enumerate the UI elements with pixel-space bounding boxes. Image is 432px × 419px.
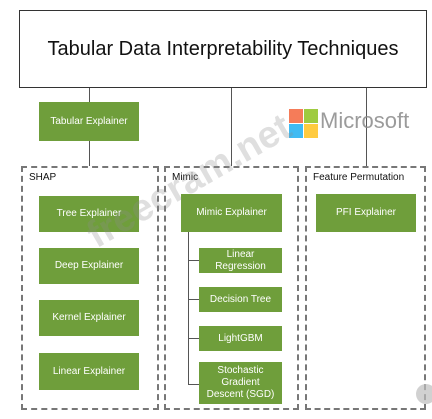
- mimic-branch-0: [188, 260, 199, 261]
- mimic-branch-1: [188, 299, 199, 300]
- mimic-explainer-node: Mimic Explainer: [181, 194, 282, 232]
- logo-square-yellow: [304, 124, 318, 138]
- shap-panel-label: SHAP: [29, 172, 57, 183]
- connector-title-pfi: [366, 88, 367, 166]
- logo-square-blue: [289, 124, 303, 138]
- logo-square-green: [304, 109, 318, 123]
- linear-regression-node: Linear Regression: [199, 248, 282, 273]
- mimic-branch-3: [188, 384, 199, 385]
- connector-title-root: [89, 88, 90, 102]
- microsoft-brand-text: Microsoft: [320, 108, 410, 133]
- sgd-node: Stochastic Gradient Descent (SGD): [199, 362, 282, 404]
- mimic-branch-2: [188, 338, 199, 339]
- kernel-explainer-node: Kernel Explainer: [39, 300, 139, 336]
- lightgbm-node: LightGBM: [199, 326, 282, 351]
- pfi-explainer-node: PFI Explainer: [316, 194, 416, 232]
- decision-tree-node: Decision Tree: [199, 287, 282, 312]
- diagram-title: Tabular Data Interpretability Techniques: [19, 10, 427, 88]
- tree-explainer-node: Tree Explainer: [39, 196, 139, 232]
- mimic-tree-trunk: [188, 232, 189, 384]
- microsoft-logo-icon: [289, 109, 318, 138]
- deep-explainer-node: Deep Explainer: [39, 248, 139, 284]
- feature-permutation-panel-label: Feature Permutation: [313, 172, 405, 183]
- corner-badge-icon: [416, 384, 432, 404]
- linear-explainer-node: Linear Explainer: [39, 353, 139, 390]
- connector-root-shap: [89, 141, 90, 166]
- logo-square-red: [289, 109, 303, 123]
- connector-title-mimic: [231, 88, 232, 166]
- tabular-explainer-node: Tabular Explainer: [39, 102, 139, 141]
- mimic-panel-label: Mimic: [172, 172, 199, 183]
